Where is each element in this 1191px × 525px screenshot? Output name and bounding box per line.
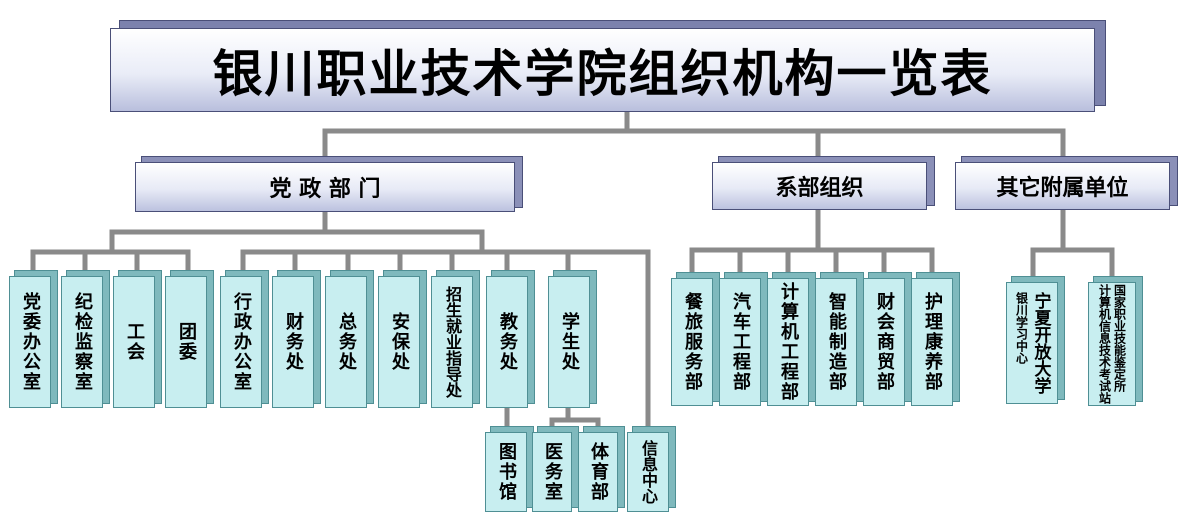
unit-discipline-inspection: 纪检监察室 bbox=[61, 276, 103, 408]
dept-intelligent-manufacturing: 智能制造部 bbox=[815, 278, 857, 406]
unit-clinic: 医务室 bbox=[532, 432, 572, 512]
unit-admissions-employment: 招生就业指导处 bbox=[431, 276, 473, 408]
dept-nursing-care: 护理康养部 bbox=[911, 278, 953, 406]
unit-student-affairs: 学生处 bbox=[548, 276, 590, 408]
unit-trade-union: 工会 bbox=[113, 276, 155, 408]
header-departments: 系部组织 bbox=[712, 162, 927, 210]
header-party-government: 党 政 部 门 bbox=[135, 162, 515, 212]
unit-youth-league: 团委 bbox=[165, 276, 207, 408]
unit-party-office: 党委办公室 bbox=[9, 276, 51, 408]
dept-computer: 计算机工程部 bbox=[767, 278, 809, 406]
chart-title: 银川职业技术学院组织机构一览表 bbox=[212, 44, 993, 103]
unit-sports: 体育部 bbox=[578, 432, 618, 512]
affiliate-skills-appraisal: 国家职业技能鉴定所 计算机信息技术考试站 bbox=[1088, 282, 1136, 406]
unit-library: 图书馆 bbox=[485, 432, 527, 512]
header-affiliates: 其它附属单位 bbox=[955, 162, 1170, 210]
chart-title-box: 银川职业技术学院组织机构一览表 bbox=[110, 28, 1095, 112]
unit-academic-affairs: 教务处 bbox=[486, 276, 528, 408]
dept-catering-tourism: 餐旅服务部 bbox=[671, 278, 713, 406]
dept-accounting-commerce: 财会商贸部 bbox=[863, 278, 905, 406]
header-label: 党 政 部 门 bbox=[269, 176, 381, 202]
unit-information-center: 信息中心 bbox=[627, 432, 669, 512]
header-label: 系部组织 bbox=[775, 175, 864, 201]
header-label: 其它附属单位 bbox=[996, 175, 1129, 201]
dept-automotive: 汽车工程部 bbox=[719, 278, 761, 406]
unit-general-affairs: 总务处 bbox=[325, 276, 367, 408]
unit-security: 安保处 bbox=[378, 276, 420, 408]
affiliate-open-university: 宁夏开放大学 银川学习中心 bbox=[1006, 282, 1058, 404]
unit-admin-office: 行政办公室 bbox=[220, 276, 262, 408]
unit-finance: 财务处 bbox=[272, 276, 314, 408]
